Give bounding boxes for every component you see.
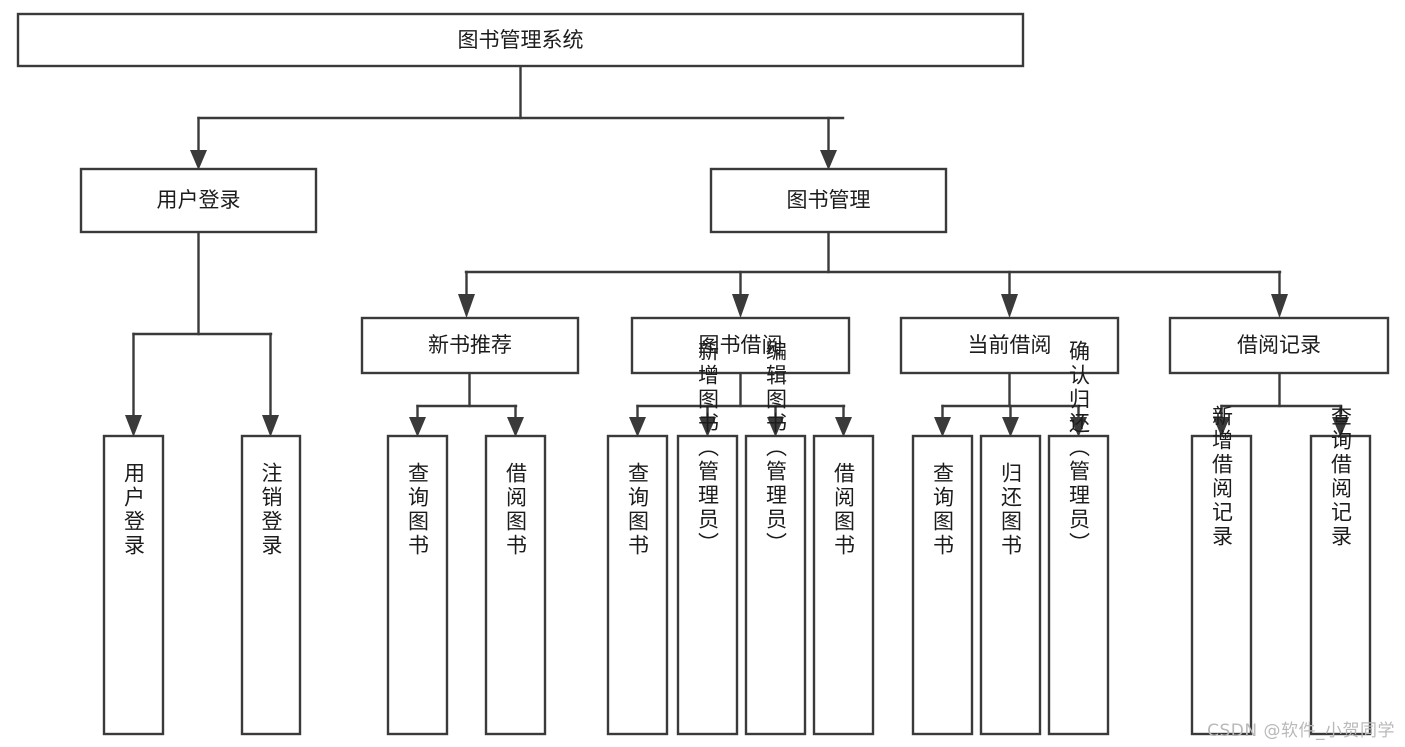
node-borrow-record-label: 借阅记录 (1237, 333, 1321, 357)
node-new-book-recommend[interactable]: 新书推荐 (360, 316, 580, 375)
arrow-head-borrow-record (1271, 294, 1288, 318)
leaf-borrow-book-1-box[interactable] (484, 434, 547, 736)
arrow-head-leaf-edit-book (767, 417, 784, 437)
arrow-head-leaf-user-login (125, 415, 142, 437)
leaf-add-record-box[interactable] (1190, 434, 1253, 736)
leaf-query-record-label: 查询借阅记录 (1329, 405, 1353, 549)
arrow-head-leaf-add-book (699, 417, 716, 437)
leaf-edit-book-label: 编辑图书（管理员） (764, 340, 788, 556)
leaf-borrow-book-2[interactable]: 借阅图书 (812, 434, 875, 736)
leaf-query-book-1-box[interactable] (386, 434, 449, 736)
arrow-head-leaf-query-book-2 (629, 417, 646, 437)
node-book-manage-label: 图书管理 (787, 188, 871, 212)
node-borrow-record[interactable]: 借阅记录 (1168, 316, 1390, 375)
leaf-add-book-label: 新增图书（管理员） (696, 340, 720, 556)
node-book-borrow[interactable]: 图书借阅 (630, 316, 851, 375)
arrow-head-leaf-query-record (1332, 417, 1349, 437)
leaf-query-record-box[interactable] (1309, 434, 1372, 736)
leaf-confirm-return-box[interactable] (1047, 434, 1110, 736)
leaf-query-book-3[interactable]: 查询图书 (911, 434, 974, 736)
leaf-confirm-return-label: 确认归还（管理员） (1067, 340, 1091, 556)
leaf-user-logout-label: 注销登录 (259, 462, 283, 558)
leaf-user-login-box[interactable] (102, 434, 165, 736)
leaf-borrow-book-1[interactable]: 借阅图书 (484, 434, 547, 736)
arrow-head-leaf-add-record (1213, 417, 1230, 437)
node-new-book-recommend-label: 新书推荐 (428, 333, 512, 357)
node-new-book-recommend-box[interactable] (360, 316, 580, 375)
leaf-return-book[interactable]: 归还图书 (979, 434, 1042, 736)
leaf-edit-book-box[interactable] (744, 434, 807, 736)
leaf-confirm-return[interactable]: 确认归还（管理员） (1047, 340, 1110, 736)
node-root-box[interactable] (16, 12, 1025, 68)
leaf-query-book-2-label: 查询图书 (626, 462, 650, 558)
arrow-head-leaf-confirm-return (1070, 417, 1087, 437)
leaf-edit-book[interactable]: 编辑图书（管理员） (744, 340, 807, 736)
arrow-head-leaf-query-book-3 (934, 417, 951, 437)
arrow-head-book-borrow (732, 294, 749, 318)
node-user-login-label: 用户登录 (157, 188, 241, 212)
leaf-add-book-box[interactable] (676, 434, 739, 736)
node-user-login-box[interactable] (79, 167, 318, 234)
leaf-add-record-label: 新增借阅记录 (1210, 405, 1234, 549)
leaf-return-book-box[interactable] (979, 434, 1042, 736)
node-user-login[interactable]: 用户登录 (79, 167, 318, 234)
leaf-query-book-1[interactable]: 查询图书 (386, 434, 449, 736)
node-book-borrow-label: 图书借阅 (699, 333, 783, 357)
arrow-head-leaf-borrow-book-2 (835, 417, 852, 437)
leaf-borrow-book-2-box[interactable] (812, 434, 875, 736)
leaf-query-record[interactable]: 查询借阅记录 (1309, 405, 1372, 736)
leaf-query-book-2-box[interactable] (606, 434, 669, 736)
arrow-head-user-login (190, 150, 207, 170)
arrow-head-leaf-borrow-book-1 (507, 417, 524, 437)
node-root[interactable]: 图书管理系统 (16, 12, 1025, 68)
leaf-query-book-3-box[interactable] (911, 434, 974, 736)
arrow-head-current-borrow (1001, 294, 1018, 318)
connector-layer (125, 64, 1349, 437)
leaf-query-book-2[interactable]: 查询图书 (606, 434, 669, 736)
node-book-borrow-box[interactable] (630, 316, 851, 375)
leaf-user-login-label: 用户登录 (122, 462, 146, 558)
leaf-query-book-3-label: 查询图书 (931, 462, 955, 558)
leaf-user-login[interactable]: 用户登录 (102, 434, 165, 736)
arrow-head-leaf-user-logout (262, 415, 279, 437)
arrow-head-book-manage (820, 150, 837, 170)
leaf-user-logout[interactable]: 注销登录 (240, 434, 302, 736)
node-current-borrow[interactable]: 当前借阅 (899, 316, 1120, 375)
node-book-manage[interactable]: 图书管理 (709, 167, 948, 234)
arrow-head-leaf-query-book-1 (409, 417, 426, 437)
node-book-manage-box[interactable] (709, 167, 948, 234)
arrow-head-new-book (458, 294, 475, 318)
node-borrow-record-box[interactable] (1168, 316, 1390, 375)
leaf-return-book-label: 归还图书 (999, 462, 1023, 558)
leaf-borrow-book-1-label: 借阅图书 (504, 462, 528, 558)
leaf-user-logout-box[interactable] (240, 434, 302, 736)
leaf-borrow-book-2-label: 借阅图书 (832, 462, 856, 558)
node-current-borrow-label: 当前借阅 (968, 333, 1052, 357)
node-current-borrow-box[interactable] (899, 316, 1120, 375)
leaf-add-book[interactable]: 新增图书（管理员） (676, 340, 739, 736)
arrow-head-leaf-return-book (1002, 417, 1019, 437)
node-root-label: 图书管理系统 (458, 28, 584, 52)
leaf-add-record[interactable]: 新增借阅记录 (1190, 405, 1253, 736)
leaf-query-book-1-label: 查询图书 (406, 462, 430, 558)
